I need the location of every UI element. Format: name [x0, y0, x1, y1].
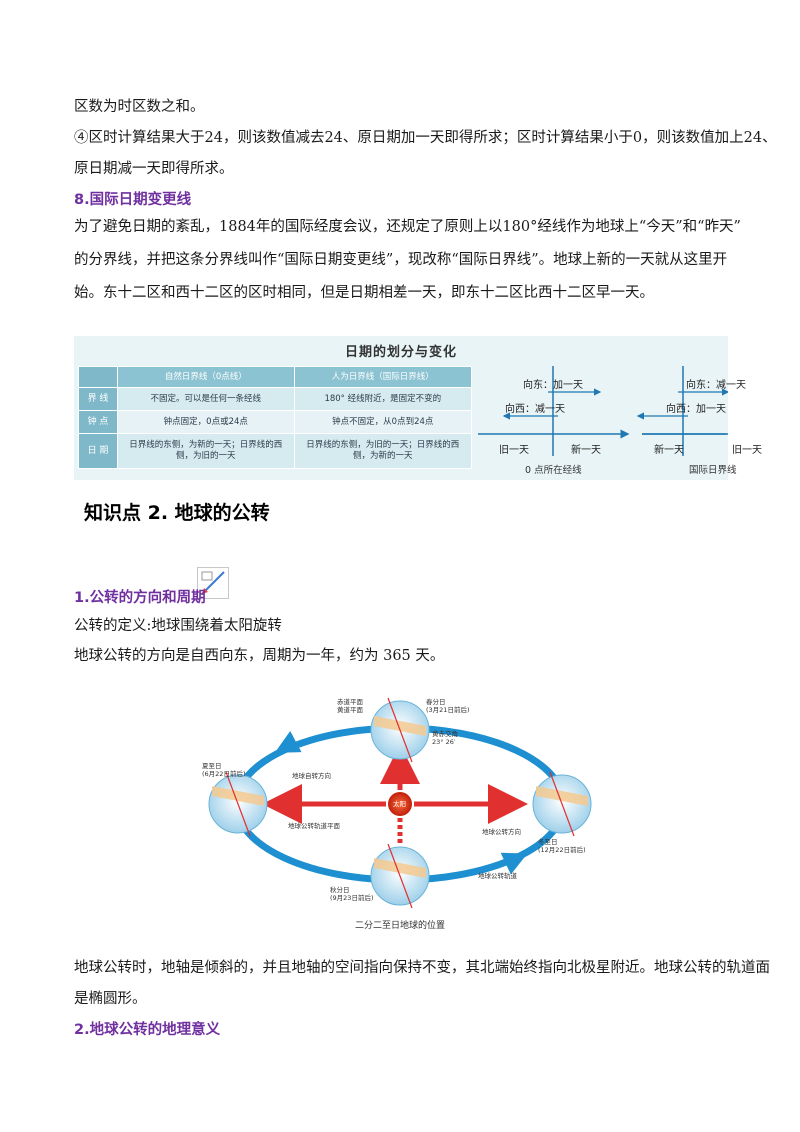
orbit-direction-arrow [500, 852, 528, 875]
row-head: 界 线 [78, 387, 118, 411]
right-caption: 国际日界线 [689, 465, 737, 476]
earth-summer [208, 771, 268, 837]
knowledge-point-heading: 知识点 2. 地球的公转 [84, 502, 270, 524]
new-day-label: 新一天 [571, 445, 601, 456]
equator-plane-label: 赤道平面黄道平面 [337, 698, 363, 714]
row-head: 钟 点 [78, 410, 118, 434]
orbit-direction-label: 地球公转方向 [482, 828, 521, 836]
date-division-figure: 日期的划分与变化 自然日界线（0点线） 人为日界线（国际日界线） 界 线 不固定… [74, 336, 762, 480]
east-label: 向东：加一天 [523, 380, 583, 391]
paragraph-line: 始。东十二区和西十二区的区时相同，但是日期相差一天，即东十二区比西十二区早一天。 [74, 285, 654, 301]
rotation-direction-label: 地球自转方向 [292, 772, 331, 780]
paragraph-line: 的分界线，并把这条分界线叫作“国际日期变更线”，现改称“国际日界线”。地球上新的… [74, 252, 728, 268]
winter-solstice-label: 冬至日(12月22日前后) [538, 838, 586, 854]
paragraph-line: 是椭圆形。 [74, 991, 147, 1007]
east-label-right: 向东：减一天 [686, 380, 746, 391]
row-head: 日 期 [78, 433, 118, 469]
table-cell: 钟点固定，0点或24点 [117, 410, 295, 434]
table-corner [78, 366, 118, 388]
table-header-artificial: 人为日界线（国际日界线） [293, 366, 473, 388]
figure-title: 日期的划分与变化 [344, 345, 457, 360]
old-day-label: 旧一天 [499, 445, 529, 456]
table-cell: 不固定。可以是任何一条经线 [117, 387, 295, 411]
orbit-plane-label: 地球公转轨道平面 [288, 822, 340, 830]
sun-label: 太阳 [393, 800, 406, 808]
summer-solstice-label: 夏至日(6月22日前后) [202, 762, 246, 778]
new-day-label-right: 新一天 [654, 445, 684, 456]
orbit-diagram [208, 697, 592, 909]
paragraph-line: 地球公转时，地轴是倾斜的，并且地轴的空间指向保持不变，其北端始终指向北极星附近。… [74, 960, 770, 976]
edit-icon [197, 567, 229, 599]
text-line: 原日期减一天即得所求。 [74, 161, 234, 177]
sun [388, 792, 412, 816]
table-cell: 日界线的东侧，为新的一天；日界线的西侧，为旧的一天 [117, 433, 295, 469]
spring-equinox-label: 春分日(3月21日前后) [426, 698, 470, 714]
old-day-label-right: 旧一天 [732, 445, 762, 456]
orbit-track-label: 地球公转轨道 [478, 872, 517, 880]
table-header-natural: 自然日界线（0点线） [117, 366, 295, 388]
orbit-figure-caption: 二分二至日地球的位置 [354, 921, 445, 931]
autumn-equinox-label: 秋分日(9月23日前后) [330, 886, 374, 902]
section-heading-8: 8.国际日期变更线 [74, 192, 192, 208]
definition-line: 公转的定义:地球围绕着太阳旋转 [74, 618, 282, 634]
west-label-right: 向西：加一天 [666, 404, 726, 415]
paragraph-line: 为了避免日期的紊乱，1884年的国际经度会议，还规定了原则上以180°经线作为地… [74, 219, 741, 235]
direction-line: 地球公转的方向是自西向东，周期为一年，约为 365 天。 [74, 648, 445, 664]
earth-winter [532, 771, 592, 837]
section-heading-2: 2.地球公转的地理意义 [74, 1022, 221, 1038]
table-cell: 日界线的东侧，为旧的一天；日界线的西侧，为新的一天 [293, 433, 473, 469]
date-table: 自然日界线（0点线） 人为日界线（国际日界线） 界 线 不固定。可以是任何一条经… [78, 366, 473, 469]
text-line: ④区时计算结果大于24，则该数值减去24、原日期加一天即得所求；区时计算结果小于… [74, 130, 777, 146]
section-heading-1: 1.公转的方向和周期 [74, 590, 206, 606]
earth-spring [370, 697, 430, 763]
west-label: 向西：减一天 [505, 404, 565, 415]
earth-autumn [370, 843, 430, 909]
date-line-diagrams [478, 366, 728, 456]
text-line: 区数为时区数之和。 [74, 99, 205, 115]
table-cell: 180° 经线附近，是固定不变的 [293, 387, 473, 411]
left-caption: 0 点所在经线 [525, 465, 582, 476]
orbit-direction-arrow [274, 730, 302, 753]
table-cell: 钟点不固定，从0点到24点 [293, 410, 473, 434]
